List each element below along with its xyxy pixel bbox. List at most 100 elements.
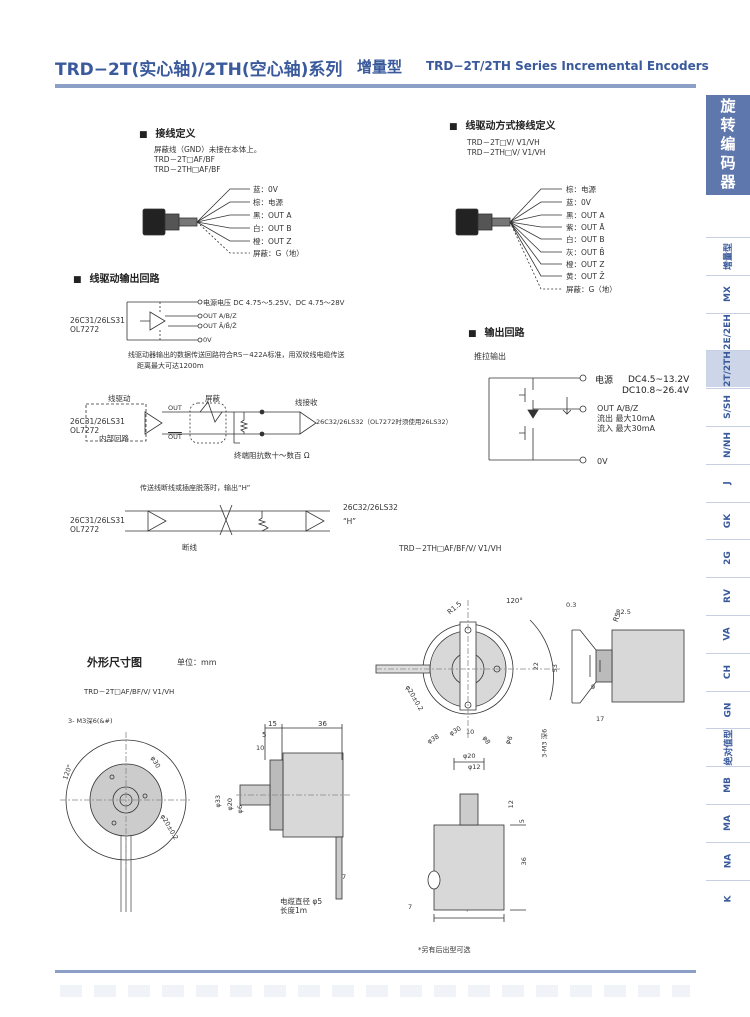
output-out-label: OUT A/B/Z: [597, 404, 639, 413]
dim-label: 9: [591, 683, 596, 691]
ld-wire-label: 白：OUT B: [566, 235, 605, 244]
wiring-title: 接线定义: [139, 125, 196, 140]
dim-label: R2.5: [616, 608, 631, 616]
side-tab-j[interactable]: J: [706, 463, 750, 501]
footer-rule: [55, 970, 696, 973]
ld-note-cont: 距离最大可达1200m: [137, 362, 204, 370]
ld-term-label: 终端阻抗数十～数百 Ω: [234, 451, 310, 460]
line-driver-wiring-title: 线驱动方式接线定义: [449, 117, 556, 132]
ld-wire-label: 黄：OUT Z̄: [566, 272, 605, 281]
output-source: 流入 最大30mA: [597, 424, 655, 433]
ld-internal-label: 内部回路: [99, 434, 129, 443]
ld-zero-label: 0V: [203, 336, 212, 344]
dim-label: 0.3: [566, 601, 577, 609]
side-tab--[interactable]: 绝对值型: [706, 728, 750, 765]
solid-shaft-front-view: [60, 732, 192, 912]
dim-label: φ20: [463, 752, 476, 760]
hollow-shaft-elevation-view: [427, 758, 526, 922]
wire-label: 棕：电源: [253, 198, 283, 207]
dim-label: 10: [466, 728, 475, 736]
ld-note: 线驱动器输出的数据传送回路符合RS－422A标准，用双绞线电缆传送: [128, 351, 345, 359]
wiring-encoder-illustration: [142, 188, 250, 254]
ld-receiver-ic: 26C32/26LS32（OL7272时须使用26LS32）: [316, 418, 453, 426]
ld-h-out: “H”: [343, 517, 356, 526]
side-tab-na[interactable]: NA: [706, 841, 750, 879]
dim-label: 10: [256, 744, 265, 752]
ld-wire-label: 灰：OUT B̄: [566, 248, 605, 257]
ld-ic2-label: OL7272: [70, 426, 100, 435]
ld-wire-label: 蓝：0V: [566, 198, 591, 207]
wire-label: 白：OUT B: [253, 224, 292, 233]
wiring-note: 屏蔽线（GND）未接在本体上。: [154, 145, 262, 154]
hollow-shaft-front-view: [375, 600, 560, 740]
output-voltage-2: DC10.8~26.4V: [622, 386, 689, 396]
side-tab-n-nh[interactable]: N/NH: [706, 426, 750, 463]
output-kind: 推拉输出: [474, 352, 506, 361]
line-driver-schematic-3: [125, 504, 330, 536]
push-pull-schematic: [488, 374, 587, 464]
dim-label: 3- M3深6(&#): [68, 717, 113, 725]
dim-label: 15: [268, 720, 277, 728]
dims-unit: 单位：mm: [177, 658, 217, 667]
ld-out: OUT: [168, 404, 182, 412]
side-tab-k[interactable]: K: [706, 879, 750, 917]
wiring-model: TRD－2TH□AF/BF: [154, 165, 221, 174]
output-circuit-title: 输出回路: [468, 324, 525, 339]
side-tab-rv[interactable]: RV: [706, 577, 750, 615]
cable-length: 长度1m: [280, 906, 308, 915]
output-sink: 流出 最大10mA: [597, 414, 655, 423]
ld-wire-label: 橙：OUT Z: [566, 260, 605, 269]
ld-broken: 断线: [182, 543, 197, 552]
dims-title: 外形尺寸图: [87, 656, 142, 669]
ld-model: TRD－2T□V/ V1/VH: [467, 138, 540, 147]
wire-label: 橙：OUT Z: [253, 237, 292, 246]
page-title: TRD−2T(实心轴)/2TH(空心轴)系列: [55, 60, 343, 80]
dim-label: 7: [408, 903, 413, 911]
ld-driver-label: 线驱动: [108, 394, 131, 403]
wiring-model: TRD－2T□AF/BF: [154, 155, 215, 164]
ld-wire-label: 屏蔽：G（地）: [566, 285, 617, 294]
dim-label: φ12: [468, 763, 481, 771]
wire-label: 黑：OUT A: [253, 211, 292, 220]
ld-receiver-label: 线接收: [295, 398, 318, 407]
side-tab-2e-2eh[interactable]: 2E/2EH: [706, 312, 750, 350]
page-title-english: TRD−2T/2TH Series Incremental Encoders: [426, 59, 709, 73]
side-tab-mx[interactable]: MX: [706, 274, 750, 312]
hollow-shaft-side-view: [571, 629, 685, 704]
ld-out-label: OUT A/B/Z: [203, 312, 237, 320]
wire-label: 蓝：0V: [253, 185, 278, 194]
ld-wire-label: 棕：电源: [566, 185, 596, 194]
ld-ic2-label: OL7272: [70, 525, 100, 534]
ld-wire-label: 紫：OUT Ā: [566, 223, 605, 232]
ld-model: TRD－2TH□V/ V1/VH: [467, 148, 546, 157]
line-driver-schematic-2: [85, 401, 317, 444]
ld-ic-label: 26C31/26LS31: [70, 516, 125, 525]
side-tab-gn[interactable]: GN: [706, 690, 750, 728]
dim-label: 120°: [506, 597, 523, 605]
ld-ic2-label: OL7272: [70, 325, 100, 334]
side-tab-ch[interactable]: CH: [706, 652, 750, 690]
line-driver-circuit-title: 线驱动输出回路: [73, 270, 160, 285]
side-tab-mb[interactable]: MB: [706, 766, 750, 804]
side-tab-s-sh[interactable]: S/SH: [706, 388, 750, 426]
output-voltage-1: DC4.5~13.2V: [628, 375, 690, 385]
side-tab-2g[interactable]: 2G: [706, 539, 750, 577]
cable-label: 电缆直径 φ5: [280, 897, 323, 906]
side-tab-gk[interactable]: GK: [706, 501, 750, 539]
hollow-model-label: TRD－2TH□AF/BF/V/ V1/VH: [399, 544, 502, 553]
line-driver-encoder-illustration: [455, 188, 562, 290]
wire-label: 屏蔽：G（地）: [253, 249, 304, 258]
ld-ic-label: 26C31/26LS31: [70, 417, 125, 426]
encoder-type-label: 增量型: [357, 58, 403, 76]
footer-band: [60, 985, 690, 997]
title-rule: [55, 84, 696, 88]
side-tab-va[interactable]: VA: [706, 615, 750, 652]
side-tab-2t-2th[interactable]: 2T/2TH: [706, 350, 750, 388]
side-tab-ma[interactable]: MA: [706, 804, 750, 841]
side-tab--[interactable]: 增量型: [706, 237, 750, 274]
ld-wire-label: 黑：OUT A: [566, 211, 605, 220]
ld-power-label: 电源电压 DC 4.75～5.25V、DC 4.75～28V: [203, 299, 345, 307]
solid-shaft-side-view: [236, 724, 350, 900]
dim-label: 17: [596, 715, 605, 723]
